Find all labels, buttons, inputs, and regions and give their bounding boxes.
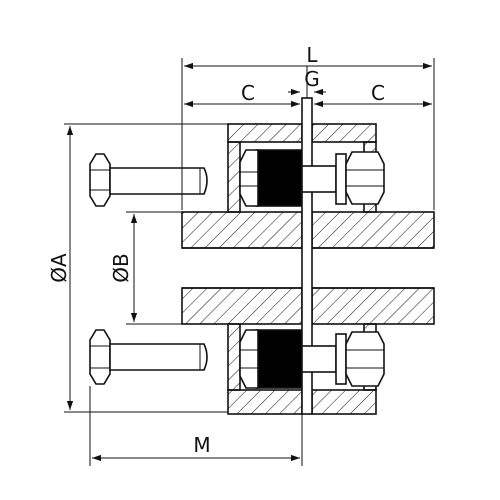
left-hub-top-web bbox=[227, 141, 241, 213]
left-hub-bottom-flange bbox=[227, 389, 303, 415]
rubber-element-top bbox=[255, 149, 303, 207]
right-hub-top-flange bbox=[311, 123, 377, 143]
loose-bolt-top-shank bbox=[109, 167, 208, 195]
left-hub-bottom-web bbox=[227, 323, 241, 391]
washer-top bbox=[335, 153, 347, 205]
label-gap: G bbox=[304, 67, 320, 91]
label-hub-length-left: C bbox=[241, 81, 255, 105]
label-hub-length-right: C bbox=[371, 81, 385, 105]
label-bolt-length: M bbox=[193, 433, 210, 457]
left-hub-upper-body bbox=[181, 211, 303, 249]
dimension-bolt-length: M bbox=[89, 386, 303, 466]
bolt-bottom-shank bbox=[301, 345, 337, 373]
loose-bolt-bottom-shank bbox=[109, 343, 208, 371]
rubber-element-bottom bbox=[255, 329, 303, 389]
dimension-L: L bbox=[181, 43, 435, 210]
bolt-top-inner-head bbox=[239, 149, 259, 207]
left-hub-lower-body bbox=[181, 287, 303, 325]
bolt-top-assembly bbox=[239, 149, 385, 207]
label-overall-length: L bbox=[306, 43, 318, 67]
right-hub-bottom-flange bbox=[311, 389, 377, 415]
label-outer-diameter: ØA bbox=[47, 253, 71, 283]
right-hub-upper-body bbox=[311, 211, 435, 249]
loose-bolt-top-head bbox=[89, 153, 111, 207]
bolt-top-shank bbox=[301, 165, 337, 193]
dimension-bore-diameter: ØB bbox=[109, 211, 182, 325]
dimension-C-G-C: C C G bbox=[184, 67, 432, 108]
dimension-outer-diameter: ØA bbox=[47, 123, 228, 413]
loose-bolt-top bbox=[89, 153, 208, 207]
bolt-bottom-assembly bbox=[239, 329, 385, 389]
left-hub-top-flange bbox=[227, 123, 303, 143]
label-bore-diameter: ØB bbox=[109, 253, 133, 282]
loose-bolt-bottom bbox=[89, 329, 208, 385]
right-hub-lower-body bbox=[311, 287, 435, 325]
bolt-bottom-inner-head bbox=[239, 329, 259, 389]
nut-bottom bbox=[345, 331, 385, 387]
loose-bolt-bottom-head bbox=[89, 329, 111, 385]
washer-bottom bbox=[335, 333, 347, 385]
nut-top bbox=[345, 151, 385, 205]
